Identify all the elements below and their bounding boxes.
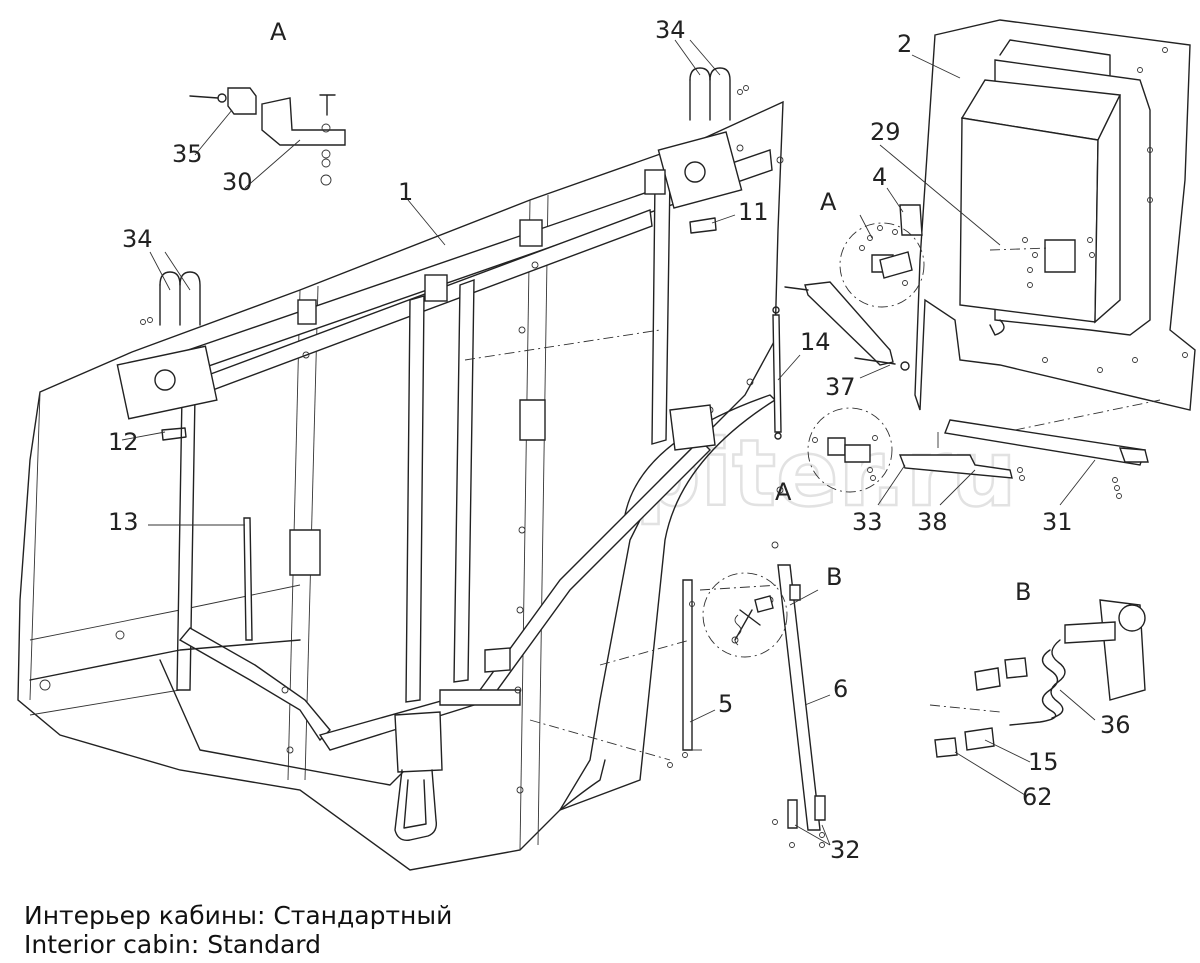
u-bolts-34-left [140, 271, 201, 326]
label-1: 1 [398, 178, 413, 206]
label-15: 15 [1028, 748, 1059, 776]
detail-circle-b [702, 572, 788, 658]
label-32: 32 [830, 836, 861, 864]
label-31: 31 [1042, 508, 1073, 536]
label-6: 6 [833, 675, 848, 703]
label-62: 62 [1022, 783, 1053, 811]
part-labels: 1 2 4 5 6 11 12 13 14 15 29 30 31 32 33 … [108, 16, 1131, 864]
label-30: 30 [222, 168, 253, 196]
leader-lines [121, 39, 1096, 846]
view-b-detail [929, 599, 1146, 758]
rod-part-6 [772, 564, 826, 848]
label-34-upper: 34 [655, 16, 686, 44]
bracket-part-38 [898, 432, 1025, 481]
rear-panel-part-2 [899, 19, 1196, 411]
label-13: 13 [108, 508, 139, 536]
detail-circle-a-middle [807, 407, 893, 493]
u-bolts-34-upper [689, 67, 749, 121]
label-38: 38 [917, 508, 948, 536]
detail-a-topleft [189, 87, 346, 186]
detail-circle-a-upper [839, 222, 925, 308]
view-label-a-top: A [270, 18, 287, 46]
label-2: 2 [897, 30, 912, 58]
label-36: 36 [1100, 711, 1131, 739]
view-label-a-right: A [820, 188, 837, 216]
label-12: 12 [108, 428, 139, 456]
side-panel-assembly [17, 100, 784, 871]
view-label-b-circle: B [826, 563, 842, 591]
view-label-a-middle: A [775, 478, 792, 506]
caption-en: Interior cabin: Standard [24, 930, 321, 959]
view-label-b-detail: B [1015, 578, 1031, 606]
label-29: 29 [870, 118, 901, 146]
label-33: 33 [852, 508, 883, 536]
label-35: 35 [172, 140, 203, 168]
assembly-lines [464, 247, 1161, 761]
label-14: 14 [800, 328, 831, 356]
caption-ru: Интерьер кабины: Стандартный [24, 901, 453, 930]
label-34-left: 34 [122, 225, 153, 253]
rod-part-37 [784, 281, 910, 371]
label-5: 5 [718, 690, 733, 718]
label-4: 4 [872, 163, 887, 191]
strip-part-31 [944, 419, 1149, 499]
label-37: 37 [825, 373, 856, 401]
rod-part-5 [667, 579, 702, 768]
parts-diagram: autopiter.ru [17, 16, 1196, 871]
label-11: 11 [738, 198, 769, 226]
